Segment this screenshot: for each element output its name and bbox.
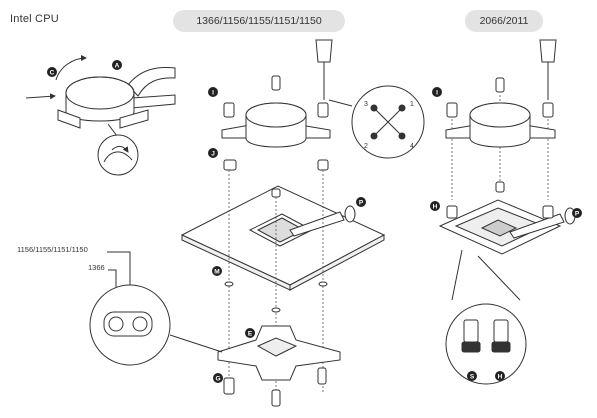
svg-text:I: I [212,90,214,97]
diagram-title: Intel CPU [10,13,59,25]
marker-j: J [208,148,218,158]
svg-text:J: J [211,151,215,158]
screw-order-2: 2 [364,143,368,150]
svg-text:I: I [436,90,438,97]
marker-a: A [112,60,122,70]
standoff-zoom-2066 [445,249,527,385]
screw-order-1: 1 [410,101,414,108]
svg-text:P: P [359,200,364,207]
marker-s: S [467,371,477,381]
pump-head-2066-series [445,39,557,148]
pump-head-detail [25,55,176,176]
socket-label-1366-series: 1366/1156/1155/1151/1150 [173,10,345,32]
svg-text:P: P [575,211,580,218]
pump-head-1366-series [221,39,333,198]
marker-p-right: P [572,208,582,218]
screw-order-diagram [328,85,425,159]
svg-text:S: S [470,374,475,381]
marker-g: G [213,373,223,383]
backplate [217,281,341,407]
svg-text:A: A [115,63,120,70]
screw-order-4: 4 [410,143,414,150]
standoff-callout-1156: 1156/1155/1151/1150 [17,245,88,254]
svg-text:H: H [498,374,503,381]
screw-order-3: 3 [364,101,368,108]
svg-text:M: M [214,269,219,276]
motherboard-1366-series [180,185,386,291]
marker-p-left: P [356,197,366,207]
marker-h-zoom: H [495,371,505,381]
svg-text:H: H [433,204,438,211]
marker-c: C [47,67,57,77]
socket-label-2066-series: 2066/2011 [465,10,543,32]
svg-text:E: E [248,331,253,338]
standoff-callout-1366: 1366 [88,263,105,272]
marker-i-right: I [432,87,442,97]
marker-h-right: H [430,201,440,211]
standoff-zoom [89,251,223,366]
marker-m: M [212,266,222,276]
socket-2066-series [438,181,576,255]
svg-text:C: C [50,70,55,77]
svg-text:G: G [215,376,220,383]
marker-e: E [245,328,255,338]
marker-i-left: I [208,87,218,97]
